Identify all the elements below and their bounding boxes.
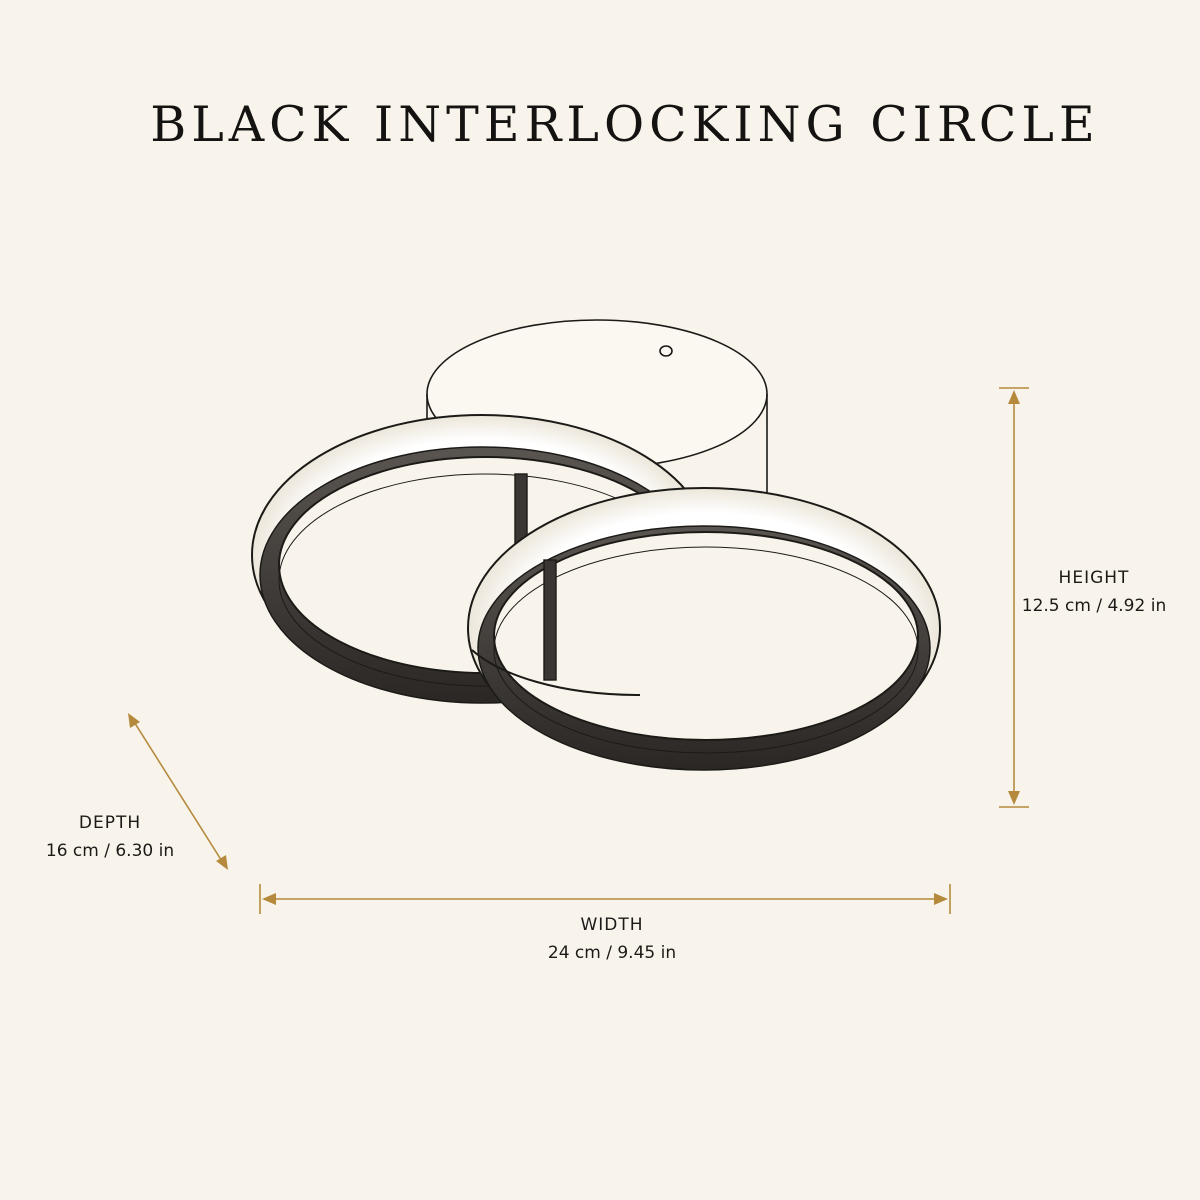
arrow-depth-icon (128, 713, 228, 870)
depth-label: DEPTH 16 cm / 6.30 in (30, 809, 190, 865)
width-value: 24 cm / 9.45 in (547, 943, 677, 963)
depth-value: 16 cm / 6.30 in (45, 841, 175, 861)
width-name: WIDTH (580, 915, 644, 935)
canopy-screw-icon (659, 345, 673, 357)
arrow-height-icon (999, 387, 1029, 808)
page-title: BLACK INTERLOCKING CIRCLE (150, 96, 1100, 153)
left-ring-front-arc (471, 649, 641, 696)
right-ring (467, 487, 941, 771)
height-value: 12.5 cm / 4.92 in (1021, 596, 1167, 616)
height-name: HEIGHT (1058, 568, 1130, 588)
height-label: HEIGHT 12.5 cm / 4.92 in (1018, 564, 1170, 620)
arrow-width-icon (259, 884, 951, 914)
width-label: WIDTH 24 cm / 9.45 in (512, 911, 712, 967)
depth-name: DEPTH (78, 813, 142, 833)
